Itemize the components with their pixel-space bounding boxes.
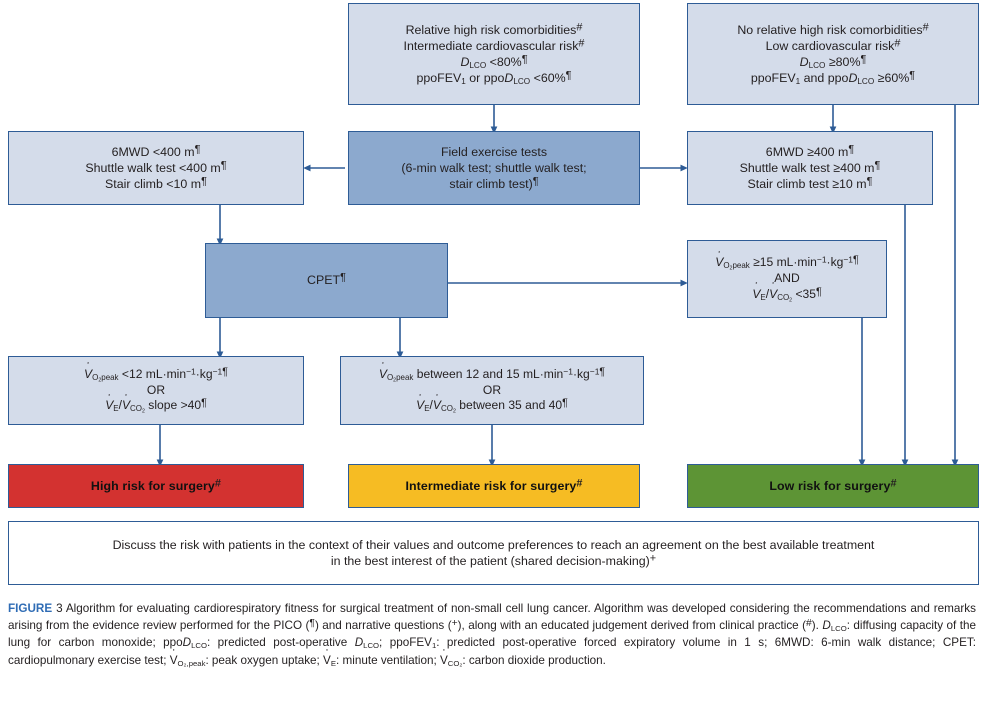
relative-high-risk-criteria-box: Relative high risk comorbidities# Interm… [348, 3, 640, 105]
caption-part-2: ) and narrative questions ( [314, 619, 452, 633]
sdm-line-1: Discuss the risk with patients in the co… [112, 537, 875, 552]
relative-high-risk-criteria-text: Relative high risk comorbidities# Interm… [403, 21, 585, 87]
abbrev-dlco-def: : diffusing capacity of the lung for car… [8, 619, 976, 650]
caption-plus-mark: + [451, 618, 458, 630]
no-relative-high-risk-criteria-text: No relative high risk comorbidities# Low… [737, 21, 929, 87]
abbrev-ppofev: ; ppoFEV [379, 636, 432, 650]
high-risk-outcome-box: High risk for surgery# [8, 464, 304, 508]
figure-number: 3 [56, 602, 63, 615]
abbrev-ve-def: : minute ventilation; [336, 653, 440, 667]
abbrev-dlco: D [822, 619, 831, 633]
no-relative-high-risk-criteria-box: No relative high risk comorbidities# Low… [687, 3, 979, 105]
cpet-high-risk-criteria-text: VO2peak <12 mL·min−1·kg−1¶ OR VE/VCO2 sl… [9, 366, 303, 414]
caption-part-1: Algorithm for evaluating cardiorespirato… [8, 602, 976, 633]
abbrev-vo2: V [170, 654, 178, 667]
figure-label: FIGURE [8, 602, 53, 615]
low-risk-outcome-label: Low risk for surgery# [769, 477, 897, 493]
caption-part-3: ), along with an educated judgement deri… [457, 619, 807, 633]
field-test-below-threshold-box: 6MWD <400 m¶ Shuttle walk test <400 m¶ S… [8, 131, 304, 205]
low-risk-outcome-box: Low risk for surgery# [687, 464, 979, 508]
cpet-low-risk-criteria-box: VO2peak ≥15 mL·min−1·kg−1¶ AND VE/VCO2 <… [687, 240, 887, 318]
abbrev-ve: V [323, 654, 331, 667]
abbrev-dlco-sub: LCO [830, 624, 847, 634]
field-test-above-threshold-text: 6MWD ≥400 m¶ Shuttle walk test ≥400 m¶ S… [739, 143, 881, 192]
abbrev-ppofev-sub: 1 [431, 641, 437, 651]
field-test-above-threshold-box: 6MWD ≥400 m¶ Shuttle walk test ≥400 m¶ S… [687, 131, 933, 205]
caption-pilcrow-mark: ¶ [309, 618, 315, 630]
intermediate-risk-outcome-box: Intermediate risk for surgery# [348, 464, 640, 508]
caption-part-4: ). [811, 619, 823, 633]
cpet-text: CPET¶ [307, 272, 346, 288]
abbrev-vo2-sub: O₂,peak [177, 658, 206, 668]
cpet-intermediate-risk-criteria-text: VO2peak between 12 and 15 mL·min−1·kg−1¶… [341, 366, 643, 414]
field-exercise-tests-text: Field exercise tests (6-min walk test; s… [401, 144, 587, 192]
abbrev-ve-sub: E [330, 658, 336, 668]
abbrev-ppodlco-def: : predicted post-operative [206, 636, 355, 650]
abbrev-dlco-2-sub: LCO [363, 641, 380, 651]
abbrev-vo2-def: : peak oxygen uptake; [205, 653, 324, 667]
high-risk-outcome-label: High risk for surgery# [90, 477, 222, 493]
abbrev-vco2-sub: CO₂ [447, 658, 463, 668]
cpet-intermediate-risk-criteria-box: VO2peak between 12 and 15 mL·min−1·kg−1¶… [340, 356, 644, 425]
field-exercise-tests-box: Field exercise tests (6-min walk test; s… [348, 131, 640, 205]
cpet-high-risk-criteria-box: VO2peak <12 mL·min−1·kg−1¶ OR VE/VCO2 sl… [8, 356, 304, 425]
intermediate-risk-outcome-label: Intermediate risk for surgery# [405, 477, 583, 493]
cpet-low-risk-criteria-text: VO2peak ≥15 mL·min−1·kg−1¶ AND VE/VCO2 <… [688, 255, 886, 303]
abbrev-vco2: V [440, 654, 448, 667]
shared-decision-making-box: Discuss the risk with patients in the co… [8, 521, 979, 585]
abbrev-dlco-2: D [354, 636, 364, 650]
field-test-below-threshold-text: 6MWD <400 m¶ Shuttle walk test <400 m¶ S… [85, 143, 227, 192]
abbrev-ppofev-def: : predicted post-operative forced expira… [8, 636, 976, 667]
figure-caption: FIGURE 3 Algorithm for evaluating cardio… [0, 596, 984, 669]
sdm-line-2: in the best interest of the patient (sha… [330, 552, 657, 568]
shared-decision-making-text: Discuss the risk with patients in the co… [9, 537, 978, 569]
abbrev-vco2-def: : carbon dioxide production. [462, 653, 606, 667]
cpet-box: CPET¶ [205, 243, 448, 318]
abbrev-ppodlco: D [182, 636, 192, 650]
caption-hash-mark: # [806, 618, 812, 630]
abbrev-ppodlco-sub: LCO [191, 641, 207, 651]
